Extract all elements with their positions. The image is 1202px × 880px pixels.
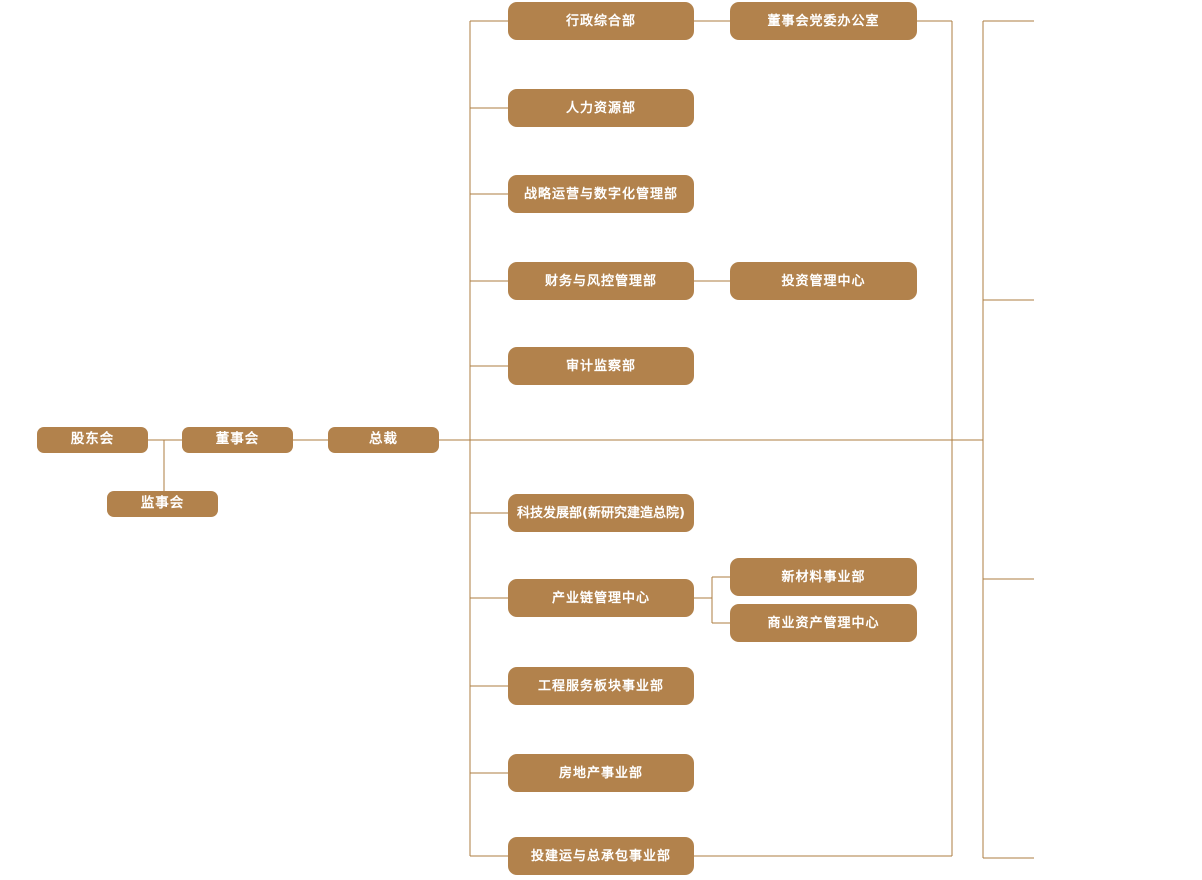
node-finance-risk: 财务与风控管理部: [508, 262, 694, 300]
node-president: 总裁: [328, 427, 439, 453]
node-engineering-services: 工程服务板块事业部: [508, 667, 694, 705]
node-investment-construction-epc: 投建运与总承包事业部: [508, 837, 694, 875]
node-real-estate: 房地产事业部: [508, 754, 694, 792]
node-new-materials: 新材料事业部: [730, 558, 917, 596]
node-human-resources: 人力资源部: [508, 89, 694, 127]
node-board-party-office: 董事会党委办公室: [730, 2, 917, 40]
node-admin-general: 行政综合部: [508, 2, 694, 40]
node-board-of-directors: 董事会: [182, 427, 293, 453]
node-supervisory-board: 监事会: [107, 491, 218, 517]
node-audit-supervision: 审计监察部: [508, 347, 694, 385]
node-commercial-asset-center: 商业资产管理中心: [730, 604, 917, 642]
node-industry-chain-center: 产业链管理中心: [508, 579, 694, 617]
node-investment-management-center: 投资管理中心: [730, 262, 917, 300]
node-strategy-digital: 战略运营与数字化管理部: [508, 175, 694, 213]
node-tech-development: 科技发展部(新研究建造总院): [508, 494, 694, 532]
node-shareholders: 股东会: [37, 427, 148, 453]
